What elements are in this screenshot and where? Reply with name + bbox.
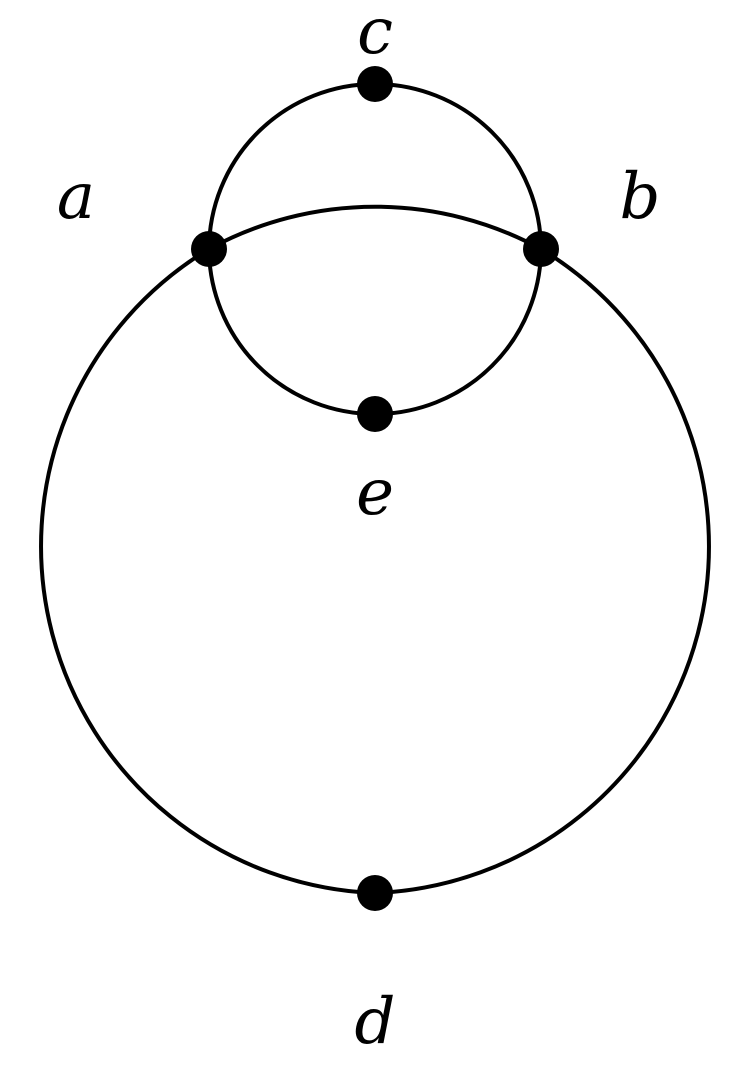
- edge-e-b: [374, 248, 543, 416]
- edge-d-b: [374, 247, 711, 895]
- edge-c-b: [374, 82, 543, 250]
- vertex-a-dot: [191, 231, 227, 267]
- vertex-label-c: c: [357, 0, 393, 69]
- vertex-d-dot: [357, 875, 393, 911]
- vertex-c-dot: [357, 66, 393, 102]
- vertex-b-dot: [523, 231, 559, 267]
- vertex-label-a: a: [57, 160, 95, 234]
- edge-a-b: [208, 204, 542, 251]
- vertex-label-b: b: [620, 160, 661, 234]
- vertex-label-e: e: [356, 456, 394, 530]
- edge-a-e: [207, 248, 376, 416]
- vertex-e-dot: [357, 396, 393, 432]
- vertex-label-d: d: [355, 985, 396, 1059]
- edge-a-d: [39, 247, 376, 895]
- edge-a-c: [207, 82, 376, 250]
